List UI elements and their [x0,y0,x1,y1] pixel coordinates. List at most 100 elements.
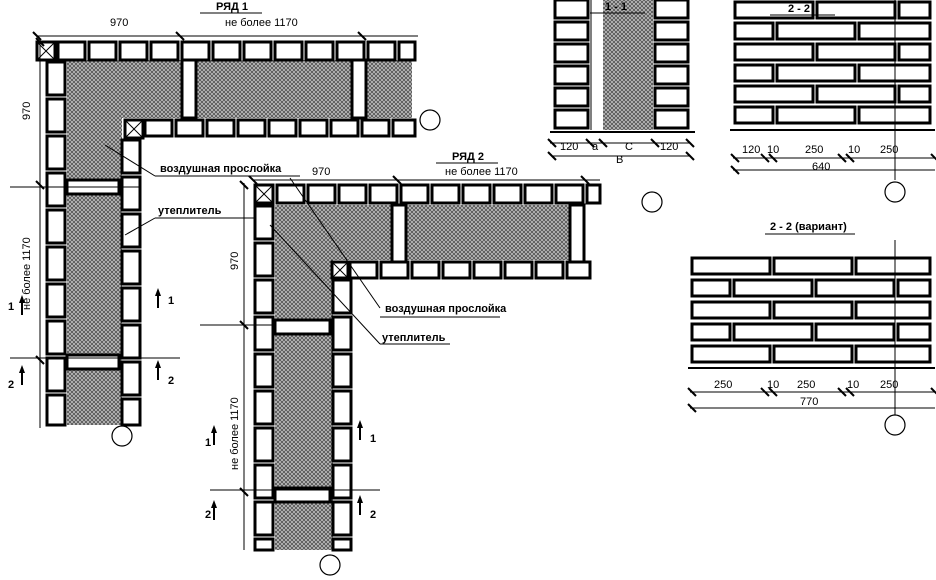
brick [815,0,897,20]
row1-cut1-right: 1 [168,295,174,307]
section-2-2: 2 - 2 120 10 250 10 250 640 [742,3,898,173]
brick [118,40,149,62]
brick [360,118,391,138]
brick [391,118,417,138]
row1-label-air-gap: воздушная прослойка [160,163,282,175]
brick [653,0,690,20]
brick [335,40,366,62]
brick [854,256,932,276]
brick [733,84,815,104]
brick [45,356,67,393]
brick [45,60,67,97]
leader-line [104,144,156,177]
brick [653,108,690,130]
row1-dim-970: 970 [110,17,128,29]
axis-marker-circle [884,181,906,203]
brick [267,118,298,138]
row2-label-air-gap: воздушная прослойка [385,303,507,315]
dimension-tick [248,175,258,185]
arrow-head [357,420,363,428]
brick [329,118,360,138]
brick [397,40,417,62]
row1-cut2-right: 2 [168,375,174,387]
section22v-dim-4: 250 [880,379,898,391]
brick [854,344,932,364]
row2-cut2-right: 2 [370,509,376,521]
section11-dim-b: B [616,154,623,166]
dimension-tick [687,387,697,397]
section22v-title: 2 - 2 (вариант) [770,221,847,233]
brick [553,108,590,130]
insulation-fill [603,0,653,130]
brick [236,118,267,138]
brick [733,0,815,20]
brick [120,397,142,427]
brick [553,20,590,42]
row2-cut1-left: 1 [205,437,211,449]
brick [896,278,932,298]
axis-marker-circle [641,191,663,213]
axis-marker-circle [419,109,441,131]
brick [772,300,854,320]
brick [585,183,602,205]
brick [534,260,565,280]
row2-cut2-left: 2 [205,509,211,521]
row2-dim-side-970: 970 [229,252,241,270]
brick [253,389,275,426]
brick [690,300,772,320]
brick [772,256,854,276]
section-1-1: 1 - 1 120 a C 120 B [560,1,678,166]
brick [775,21,857,41]
brick [253,352,275,389]
row1-dim-max: не более 1170 [225,17,298,29]
brick [331,278,353,315]
section11-dim-c: C [625,141,633,153]
brick [653,20,690,42]
brick [897,42,932,62]
axis-marker-circle [884,414,906,436]
brick [45,245,67,282]
brick [690,278,732,298]
dimension-tick [585,138,595,148]
brick [568,203,586,264]
brick [461,183,492,205]
brick [273,486,332,504]
arrow-head [357,495,363,503]
arrow-head [155,288,161,296]
axis-marker-circle [319,554,341,576]
brick [253,500,275,537]
brick [653,86,690,108]
row1-label-insulation: утеплитель [158,205,222,217]
brick [523,183,554,205]
section22v-dim-0: 250 [714,379,732,391]
section11-title: 1 - 1 [605,1,627,13]
brick [733,105,775,125]
row2-title: РЯД 2 [452,151,484,163]
brick [814,322,896,342]
brick [211,40,242,62]
brick [897,84,932,104]
brick [120,360,142,397]
brick [65,353,121,371]
dimension-tick [547,151,557,161]
brick [275,183,306,205]
dimension-tick [768,387,778,397]
brick [273,40,304,62]
dimension-tick [392,175,402,185]
brick [143,118,174,138]
brick [120,212,142,249]
brick [410,260,441,280]
brick [45,282,67,319]
row1-cut1-left: 1 [8,301,14,313]
dimension-tick [598,138,608,148]
dimension-tick [845,153,855,163]
dimension-tick [580,175,590,185]
dimension-tick [35,37,45,47]
dimension-tick [175,31,185,41]
dimension-tick [650,138,660,148]
brick [120,175,142,212]
brick [732,278,814,298]
brick [368,183,399,205]
brick [553,0,590,20]
brick [331,315,353,352]
